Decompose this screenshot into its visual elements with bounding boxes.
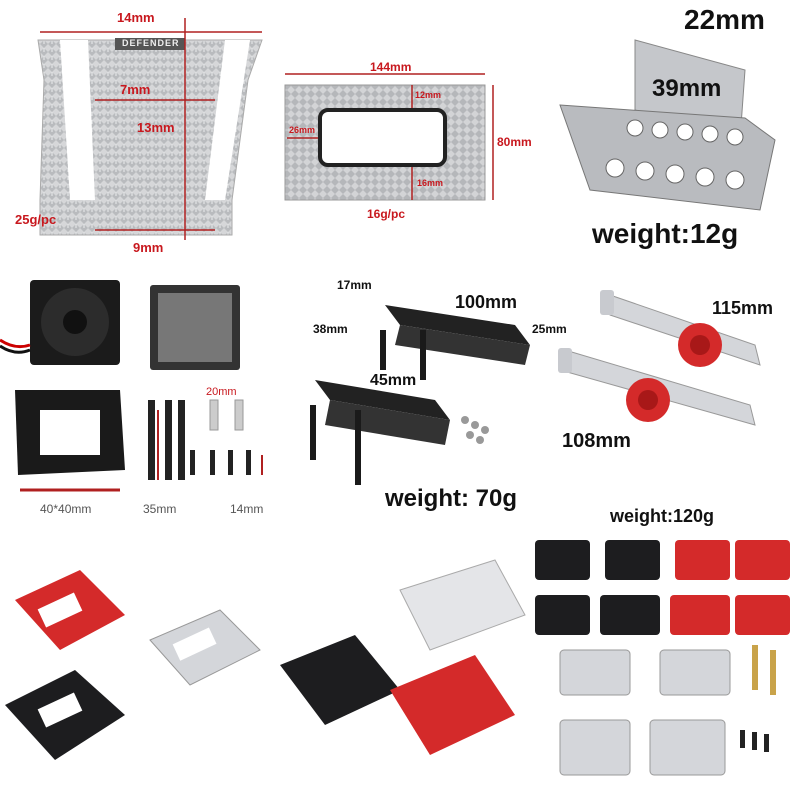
frame-bottom-gap-label: 16mm [417,178,444,188]
hood-plate-image [37,18,263,240]
frame-top-gap-label: 12mm [415,90,442,100]
side-steps-image [310,305,530,485]
hood-bottom-width-label: 9mm [133,240,164,255]
silver-mount-image [149,609,261,686]
skid-weight-label: weight:12g [592,218,739,249]
hood-inner-width-label: 7mm [120,82,151,97]
axle-diameter-label: 25mm [532,322,567,336]
frame-plate-image [284,73,494,201]
frame-height-label: 80mm [497,135,532,149]
skid-plate-image [559,39,776,211]
screw-length-label: 35mm [143,502,177,516]
steps-weight-label: weight: 70g [385,485,518,512]
panel-hood-plate: 14mm DEFENDER 7mm 13mm 9mm 25g/pc [0,0,265,260]
steps-length-label: 100mm [455,292,518,312]
panel-axles: 115mm 25mm 108mm [532,270,800,500]
panel-shock-mounts: weight:120g [530,500,800,800]
hood-top-width-label: 14mm [117,10,155,25]
panel-frame-plate: 144mm 12mm 26mm 80mm 16mm 16g/pc [275,50,535,240]
standoff-length-label: 20mm [206,386,237,398]
frame-width-label: 144mm [370,60,412,74]
servo-mounts-image [5,570,125,760]
axles-image [558,290,761,426]
short-length-label: 14mm [230,502,264,516]
frame-side-gap-label: 26mm [289,125,316,135]
hood-height-label: 13mm [137,120,175,135]
panel-servo-mounts [0,555,145,800]
hood-weight-label: 25g/pc [15,212,57,227]
steps-width-label: 45mm [370,372,417,389]
panel-skid-plate: 22mm 39mm weight:12g [540,0,800,260]
steps-depth-label: 17mm [337,278,372,292]
skid-mounts-image [280,559,526,755]
fan-kit-image [0,280,263,492]
skid-width-label: 22mm [684,4,765,35]
axle-length-top-label: 115mm [712,298,774,318]
hood-brand-label: DEFENDER [122,38,180,48]
panel-silver-mount [140,600,270,710]
steps-height-label: 38mm [313,322,348,336]
panel-side-steps: 17mm 38mm 100mm 45mm weight: 70g [290,270,540,520]
panel-skid-mounts [270,555,540,800]
frame-weight-label: 16g/pc [367,207,406,221]
panel-fan-kit: 40*40mm 35mm 20mm 14mm [0,270,280,520]
axle-length-bottom-label: 108mm [562,430,631,452]
fan-size-label: 40*40mm [40,502,92,516]
shock-mounts-image [535,540,790,776]
skid-length-label: 39mm [652,75,722,102]
shock-weight-label: weight:120g [610,506,715,526]
